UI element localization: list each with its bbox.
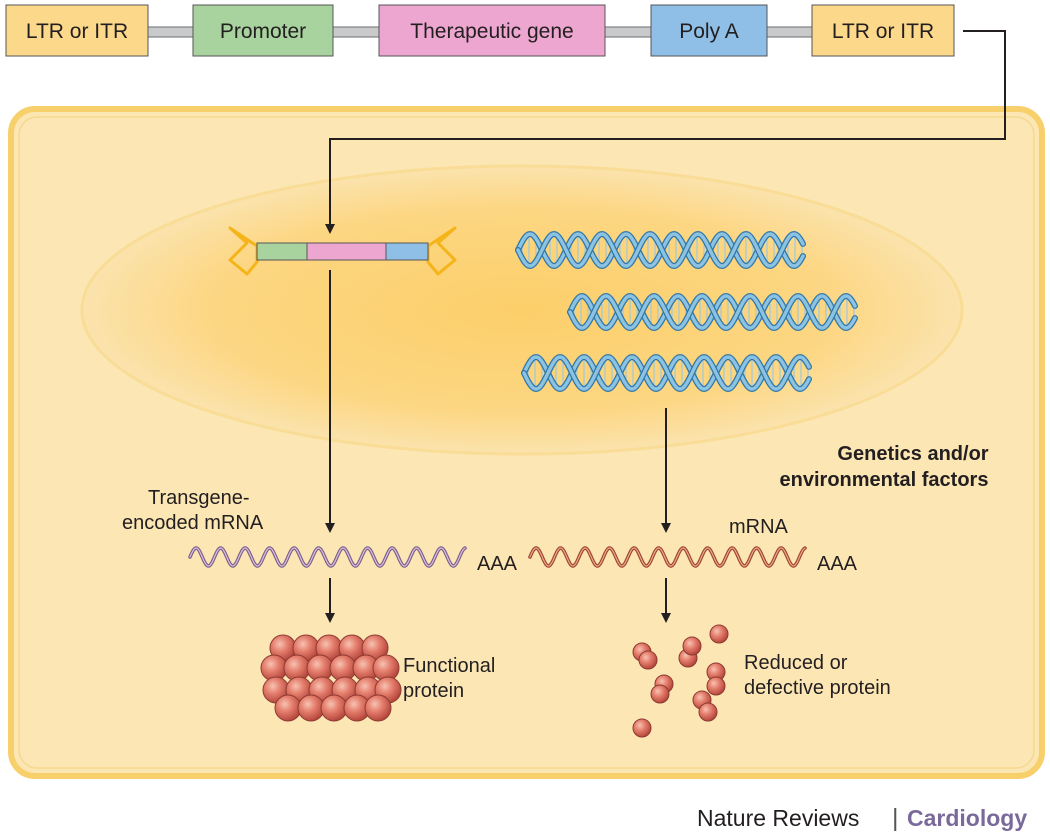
protein-ball (297, 694, 325, 722)
defective-protein-label-line1: Reduced or (744, 652, 848, 674)
transgene-mrna-label-line2: encoded mRNA (122, 512, 264, 534)
construct-box-poly-a: Poly A (650, 4, 768, 57)
construct-box-ltr-left: LTR or ITR (5, 4, 149, 57)
transgene-mrna-label-line1: Transgene- (148, 487, 250, 509)
delivery-arrow (325, 30, 1006, 234)
journal-name: Nature Reviews (697, 805, 859, 831)
section-name: Cardiology (907, 805, 1027, 831)
factors-label-line2: environmental factors (780, 469, 989, 491)
transgene-mrna (188, 546, 467, 568)
dna-helix-1 (515, 230, 806, 270)
factors-label-line1: Genetics and/or (837, 443, 988, 465)
footer-separator: | (892, 804, 899, 832)
polya-tail-right: AAA (817, 553, 858, 575)
defective-protein-scatter (632, 624, 729, 738)
therapeutic-gene-label: Therapeutic gene (410, 20, 573, 43)
transgene-promoter-segment (256, 242, 308, 261)
protein-ball (638, 650, 658, 670)
mrna-label: mRNA (729, 516, 789, 538)
functional-protein-label-line1: Functional (403, 655, 495, 677)
functional-protein-label-line2: protein (403, 680, 464, 702)
protein-ball (709, 624, 729, 644)
protein-ball (320, 694, 348, 722)
ltr-right-label: LTR or ITR (832, 20, 934, 43)
promoter-label: Promoter (220, 20, 306, 43)
dna-helix-2 (567, 292, 858, 332)
functional-protein-cluster (260, 634, 402, 722)
mrna-strand-highlight (189, 547, 466, 567)
protein-ball (706, 676, 726, 696)
protein-ball (364, 694, 392, 722)
construct-box-therapeutic-gene: Therapeutic gene (378, 4, 606, 57)
endogenous-mrna (528, 546, 807, 568)
dna-helix-3 (521, 353, 812, 393)
mrna-strand-highlight (529, 547, 806, 567)
protein-ball (698, 702, 718, 722)
transgene-gene-segment (306, 242, 387, 261)
vector-construct: LTR or ITR Promoter Therapeutic gene Pol… (5, 4, 955, 57)
poly-a-label: Poly A (679, 20, 739, 43)
polya-tail-left: AAA (477, 553, 518, 575)
construct-box-ltr-right: LTR or ITR (811, 4, 955, 57)
cell-inner-outline (18, 116, 1035, 769)
integrated-transgene (228, 226, 457, 276)
genomic-dna (515, 230, 858, 393)
construct-box-promoter: Promoter (192, 4, 334, 57)
ltr-left-label: LTR or ITR (26, 20, 128, 43)
protein-ball (682, 636, 702, 656)
protein-ball (632, 718, 652, 738)
protein-ball (650, 684, 670, 704)
transgene-polya-segment (385, 242, 429, 261)
protein-ball (274, 694, 302, 722)
defective-protein-label-line2: defective protein (744, 677, 891, 699)
